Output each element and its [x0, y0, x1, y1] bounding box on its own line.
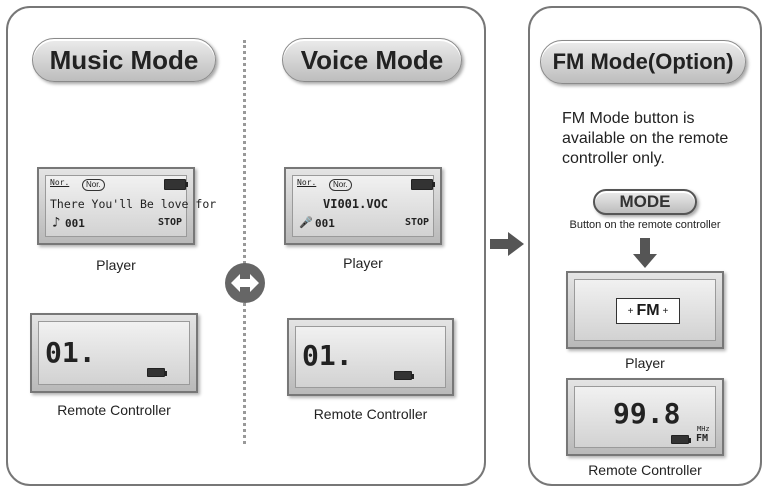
voice-remote-caption: Remote Controller [313, 406, 428, 422]
remote-display-value: 01. [302, 339, 353, 372]
fm-player-screen: + FM + [574, 279, 716, 341]
fm-remote-screen: 99.8 MHz FM [574, 386, 716, 448]
status-text: STOP [405, 217, 430, 228]
fm-remote-lcd: 99.8 MHz FM [566, 378, 724, 456]
music-player-caption: Player [96, 257, 136, 273]
plus-icon: + [662, 305, 669, 317]
fm-mode-description: FM Mode button is available on the remot… [562, 110, 729, 167]
fm-band-label: FM [696, 433, 709, 444]
voice-icon: 🎤 [299, 216, 313, 229]
battery-icon [411, 179, 435, 190]
down-arrow-icon [633, 238, 657, 268]
fm-label-text: FM [636, 302, 660, 319]
plus-icon: + [627, 305, 634, 317]
music-player-lcd: Nor. Nor. There You'll Be love for ♪ 001… [37, 167, 216, 245]
nor-mode-label: Nor. [82, 179, 105, 191]
double-arrow-icon [225, 263, 265, 303]
music-mode-title: Music Mode [32, 38, 216, 82]
note-icon: ♪ [52, 215, 61, 231]
battery-icon [394, 371, 414, 380]
music-remote-screen: 01. [38, 321, 190, 385]
nor-eq-label: Nor. [297, 178, 317, 187]
mhz-unit: MHz [697, 425, 710, 433]
music-voice-panel [6, 6, 486, 486]
voice-player-caption: Player [343, 255, 383, 271]
status-text: STOP [158, 217, 183, 228]
music-remote-caption: Remote Controller [57, 402, 171, 418]
fm-label-box: + FM + [616, 298, 680, 324]
remote-display-value: 01. [45, 336, 96, 369]
fm-mode-title: FM Mode(Option) [540, 40, 746, 84]
voice-mode-title: Voice Mode [282, 38, 462, 82]
voice-remote-lcd: 01. [287, 318, 454, 396]
song-title-text: There You'll Be love for [50, 197, 217, 211]
track-number: 001 [65, 217, 85, 230]
battery-icon [147, 368, 167, 377]
mode-button-caption: Button on the remote controller [569, 219, 721, 231]
battery-icon [164, 179, 188, 190]
divider-dotted [243, 40, 246, 444]
voice-player-lcd: Nor. Nor. VI001.VOC 🎤 001 STOP [284, 167, 442, 245]
voice-player-screen: Nor. Nor. VI001.VOC 🎤 001 STOP [292, 175, 435, 237]
track-number: 001 [315, 217, 335, 230]
nor-eq-label: Nor. [50, 178, 70, 187]
music-player-screen: Nor. Nor. There You'll Be love for ♪ 001… [45, 175, 216, 237]
right-arrow-icon [490, 232, 524, 256]
music-remote-lcd: 01. [30, 313, 198, 393]
fm-player-lcd: + FM + [566, 271, 724, 349]
fm-player-caption: Player [625, 355, 665, 371]
fm-frequency: 99.8 [613, 397, 681, 430]
mode-button[interactable]: MODE [593, 189, 697, 215]
nor-mode-label: Nor. [329, 179, 352, 191]
voice-remote-screen: 01. [295, 326, 446, 388]
fm-remote-caption: Remote Controller [588, 462, 702, 478]
battery-icon [671, 435, 691, 444]
voice-file-name: VI001.VOC [323, 197, 389, 211]
